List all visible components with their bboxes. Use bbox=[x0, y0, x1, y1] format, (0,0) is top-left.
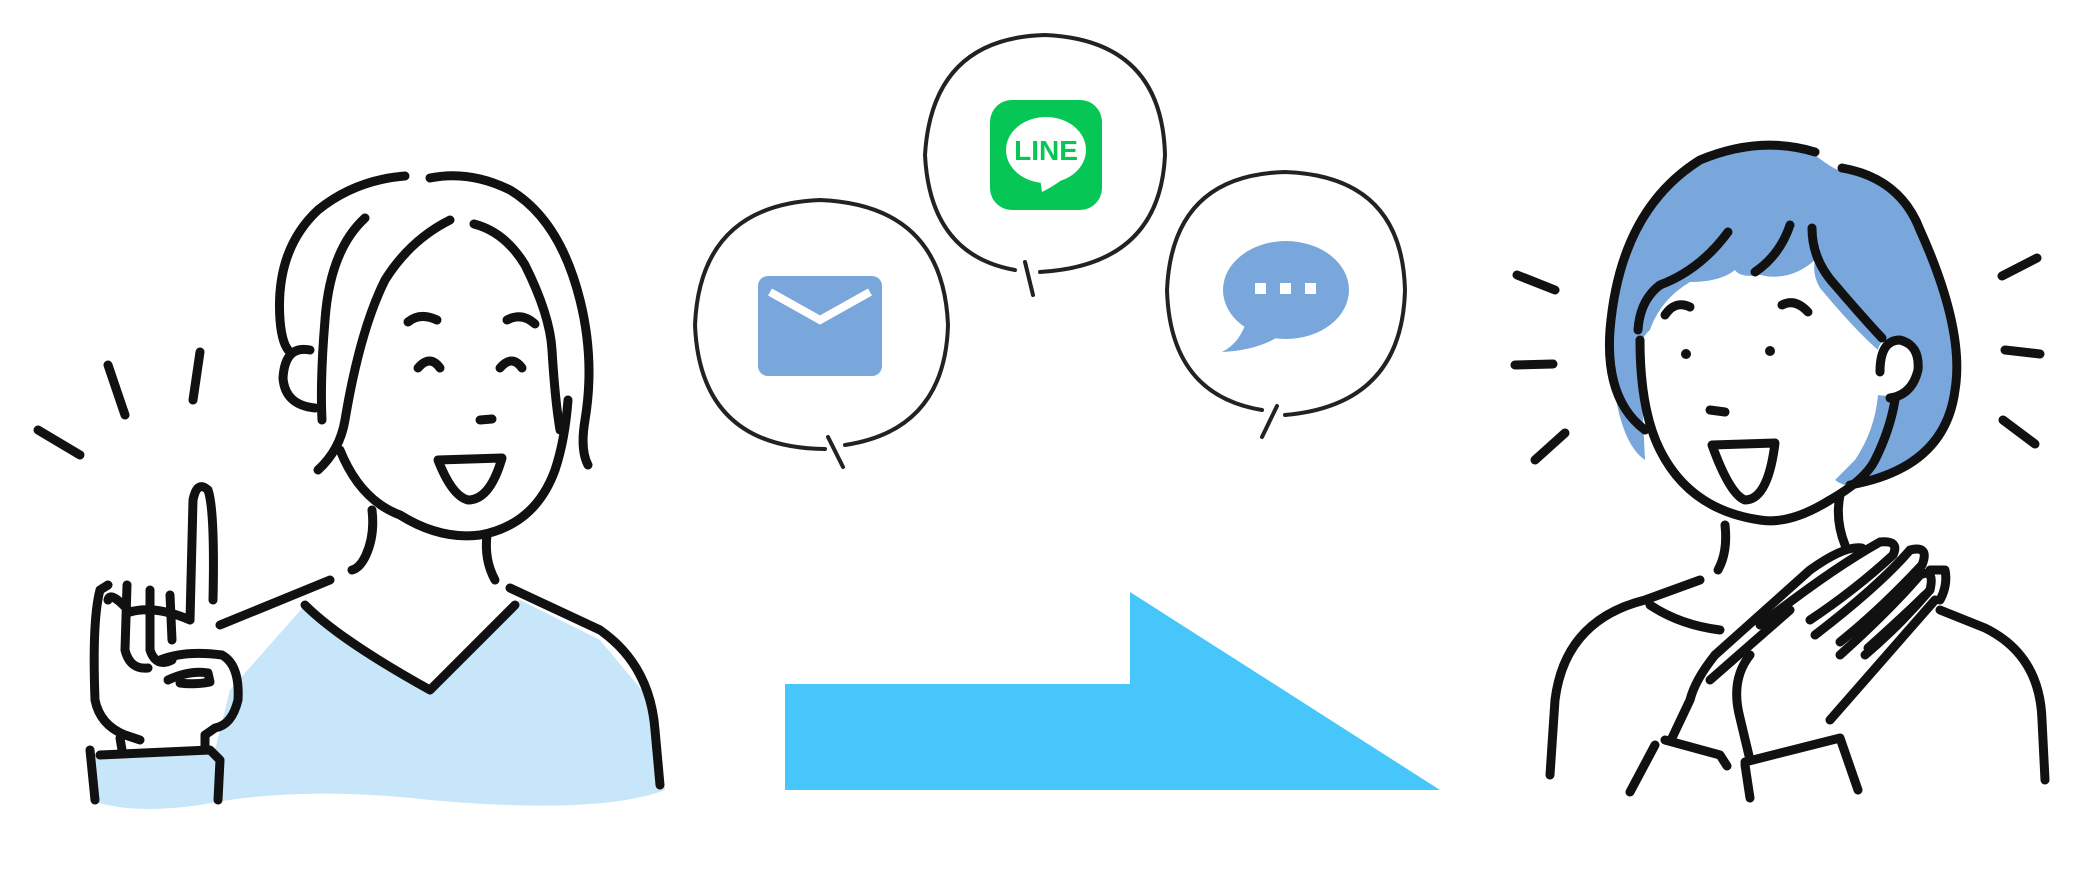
left-person-illustration bbox=[33, 171, 665, 809]
line-app-icon: LINE bbox=[990, 100, 1102, 210]
mail-icon bbox=[758, 276, 882, 376]
message-bubble-icon bbox=[1222, 241, 1349, 352]
line-bubble: LINE bbox=[923, 33, 1167, 297]
right-person-hair bbox=[1610, 147, 1956, 486]
left-person-shirt bbox=[90, 600, 665, 809]
transition-arrow bbox=[785, 592, 1440, 790]
line-logo-text: LINE bbox=[1014, 135, 1078, 166]
message-bubble bbox=[1165, 170, 1407, 439]
right-person-illustration bbox=[1510, 140, 2050, 803]
mail-bubble bbox=[693, 198, 950, 469]
